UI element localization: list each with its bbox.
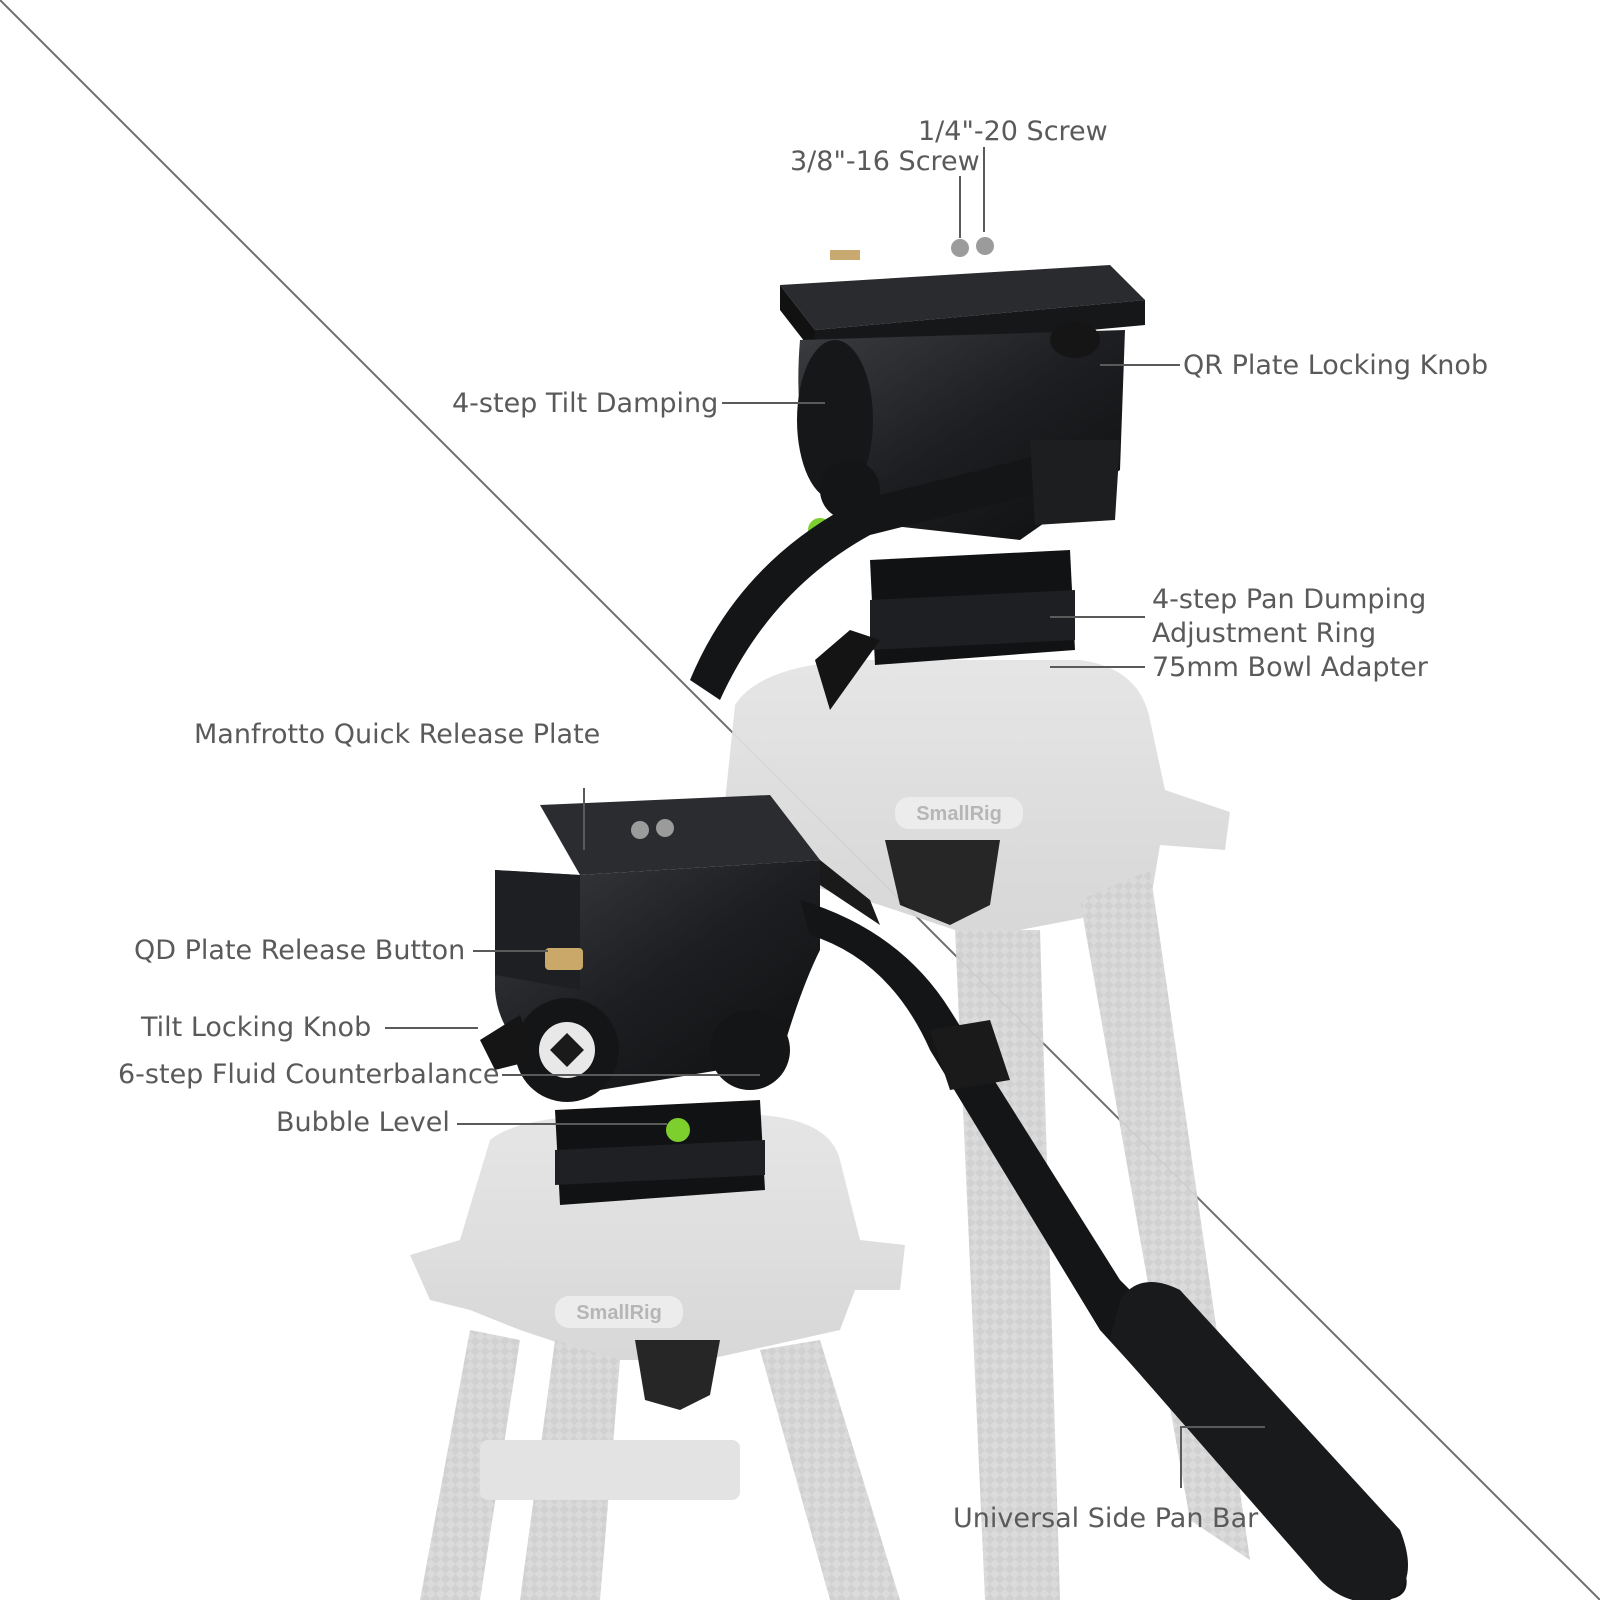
label-qr-plate-knob: QR Plate Locking Knob	[1183, 350, 1489, 381]
label-manfrotto-plate: Manfrotto Quick Release Plate	[194, 719, 601, 750]
label-screw-3-8: 3/8"-16 Screw	[790, 146, 980, 177]
leader-pan-bar	[1180, 1426, 1265, 1488]
label-screw-1-4: 1/4"-20 Screw	[918, 116, 1108, 147]
brand-plate-upper: SmallRig	[916, 803, 1002, 825]
label-qd-release-button: QD Plate Release Button	[134, 935, 466, 966]
lower-fluid-head	[480, 795, 1408, 1600]
lower-tripod-ghost: SmallRig	[410, 1115, 905, 1600]
label-side-pan-bar: Universal Side Pan Bar	[953, 1503, 1259, 1534]
label-bowl-adapter: 75mm Bowl Adapter	[1152, 652, 1428, 683]
label-bubble-level: Bubble Level	[276, 1107, 450, 1138]
label-tilt-damping: 4-step Tilt Damping	[452, 388, 719, 419]
upper-fluid-head	[690, 237, 1145, 710]
label-pan-ring-line1: 4-step Pan Dumping	[1152, 584, 1427, 615]
label-fluid-counterbalance: 6-step Fluid Counterbalance	[118, 1059, 500, 1090]
brand-plate-lower: SmallRig	[576, 1302, 662, 1324]
leader-lines	[385, 147, 1265, 1488]
label-tilt-locking-knob: Tilt Locking Knob	[141, 1012, 372, 1043]
label-pan-ring-line2: Adjustment Ring	[1152, 618, 1377, 649]
